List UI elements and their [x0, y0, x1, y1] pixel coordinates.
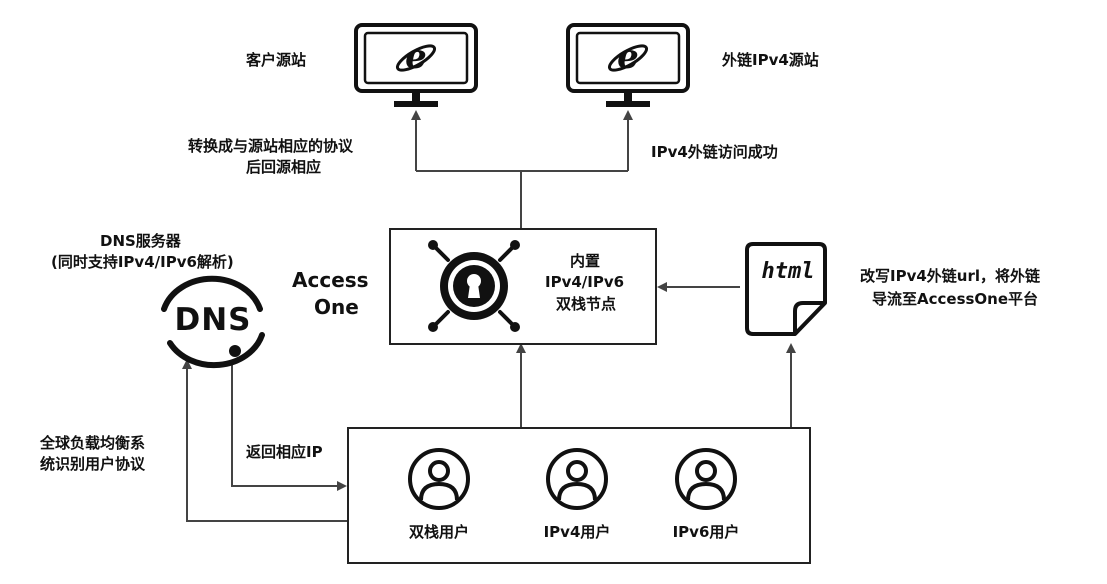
convert-note-line1: 转换成与源站相应的协议 — [188, 137, 354, 155]
svg-text:e: e — [617, 37, 639, 77]
dns-logo-text: DNS — [174, 302, 252, 338]
external-success-note: IPv4外链访问成功 — [651, 143, 778, 161]
convert-note-line2: 后回源相应 — [246, 158, 322, 176]
user-label-ipv4: IPv4用户 — [543, 523, 611, 541]
return-ip-note: 返回相应IP — [246, 443, 323, 461]
customer-origin-label: 客户源站 — [246, 51, 307, 69]
customer-origin-monitor-icon: e — [354, 23, 478, 107]
arrow-dns-to-users — [231, 363, 347, 491]
lock-node-icon — [428, 240, 520, 332]
rewrite-note-line2: 导流至AccessOne平台 — [872, 290, 1039, 308]
arrow-users-to-dns — [182, 359, 348, 522]
html-icon-text: html — [761, 259, 815, 284]
accessone-line2: One — [314, 295, 359, 319]
dns-title-line2: (同时支持IPv4/IPv6解析) — [51, 253, 234, 271]
node-label-line3: 双栈节点 — [556, 295, 617, 313]
user-icon — [546, 448, 608, 510]
user-label-dual-stack: 双栈用户 — [408, 523, 469, 541]
gslb-note-line2: 统识别用户协议 — [40, 455, 146, 473]
rewrite-note-line1: 改写IPv4外链url，将外链 — [860, 267, 1041, 285]
user-icon — [408, 448, 470, 510]
node-label-line1: 内置 — [570, 252, 601, 270]
external-origin-monitor-icon: e — [566, 23, 690, 107]
user-icon — [675, 448, 737, 510]
gslb-note-line1: 全球负载均衡系 — [40, 434, 146, 452]
external-origin-label: 外链IPv4源站 — [722, 51, 819, 69]
svg-text:e: e — [405, 37, 427, 77]
html-file-icon — [745, 242, 827, 336]
node-label-line2: IPv4/IPv6 — [545, 273, 625, 291]
dns-icon — [161, 275, 265, 369]
accessone-line1: Access — [292, 268, 369, 292]
dns-title-line1: DNS服务器 — [100, 232, 181, 250]
user-label-ipv6: IPv6用户 — [672, 523, 740, 541]
